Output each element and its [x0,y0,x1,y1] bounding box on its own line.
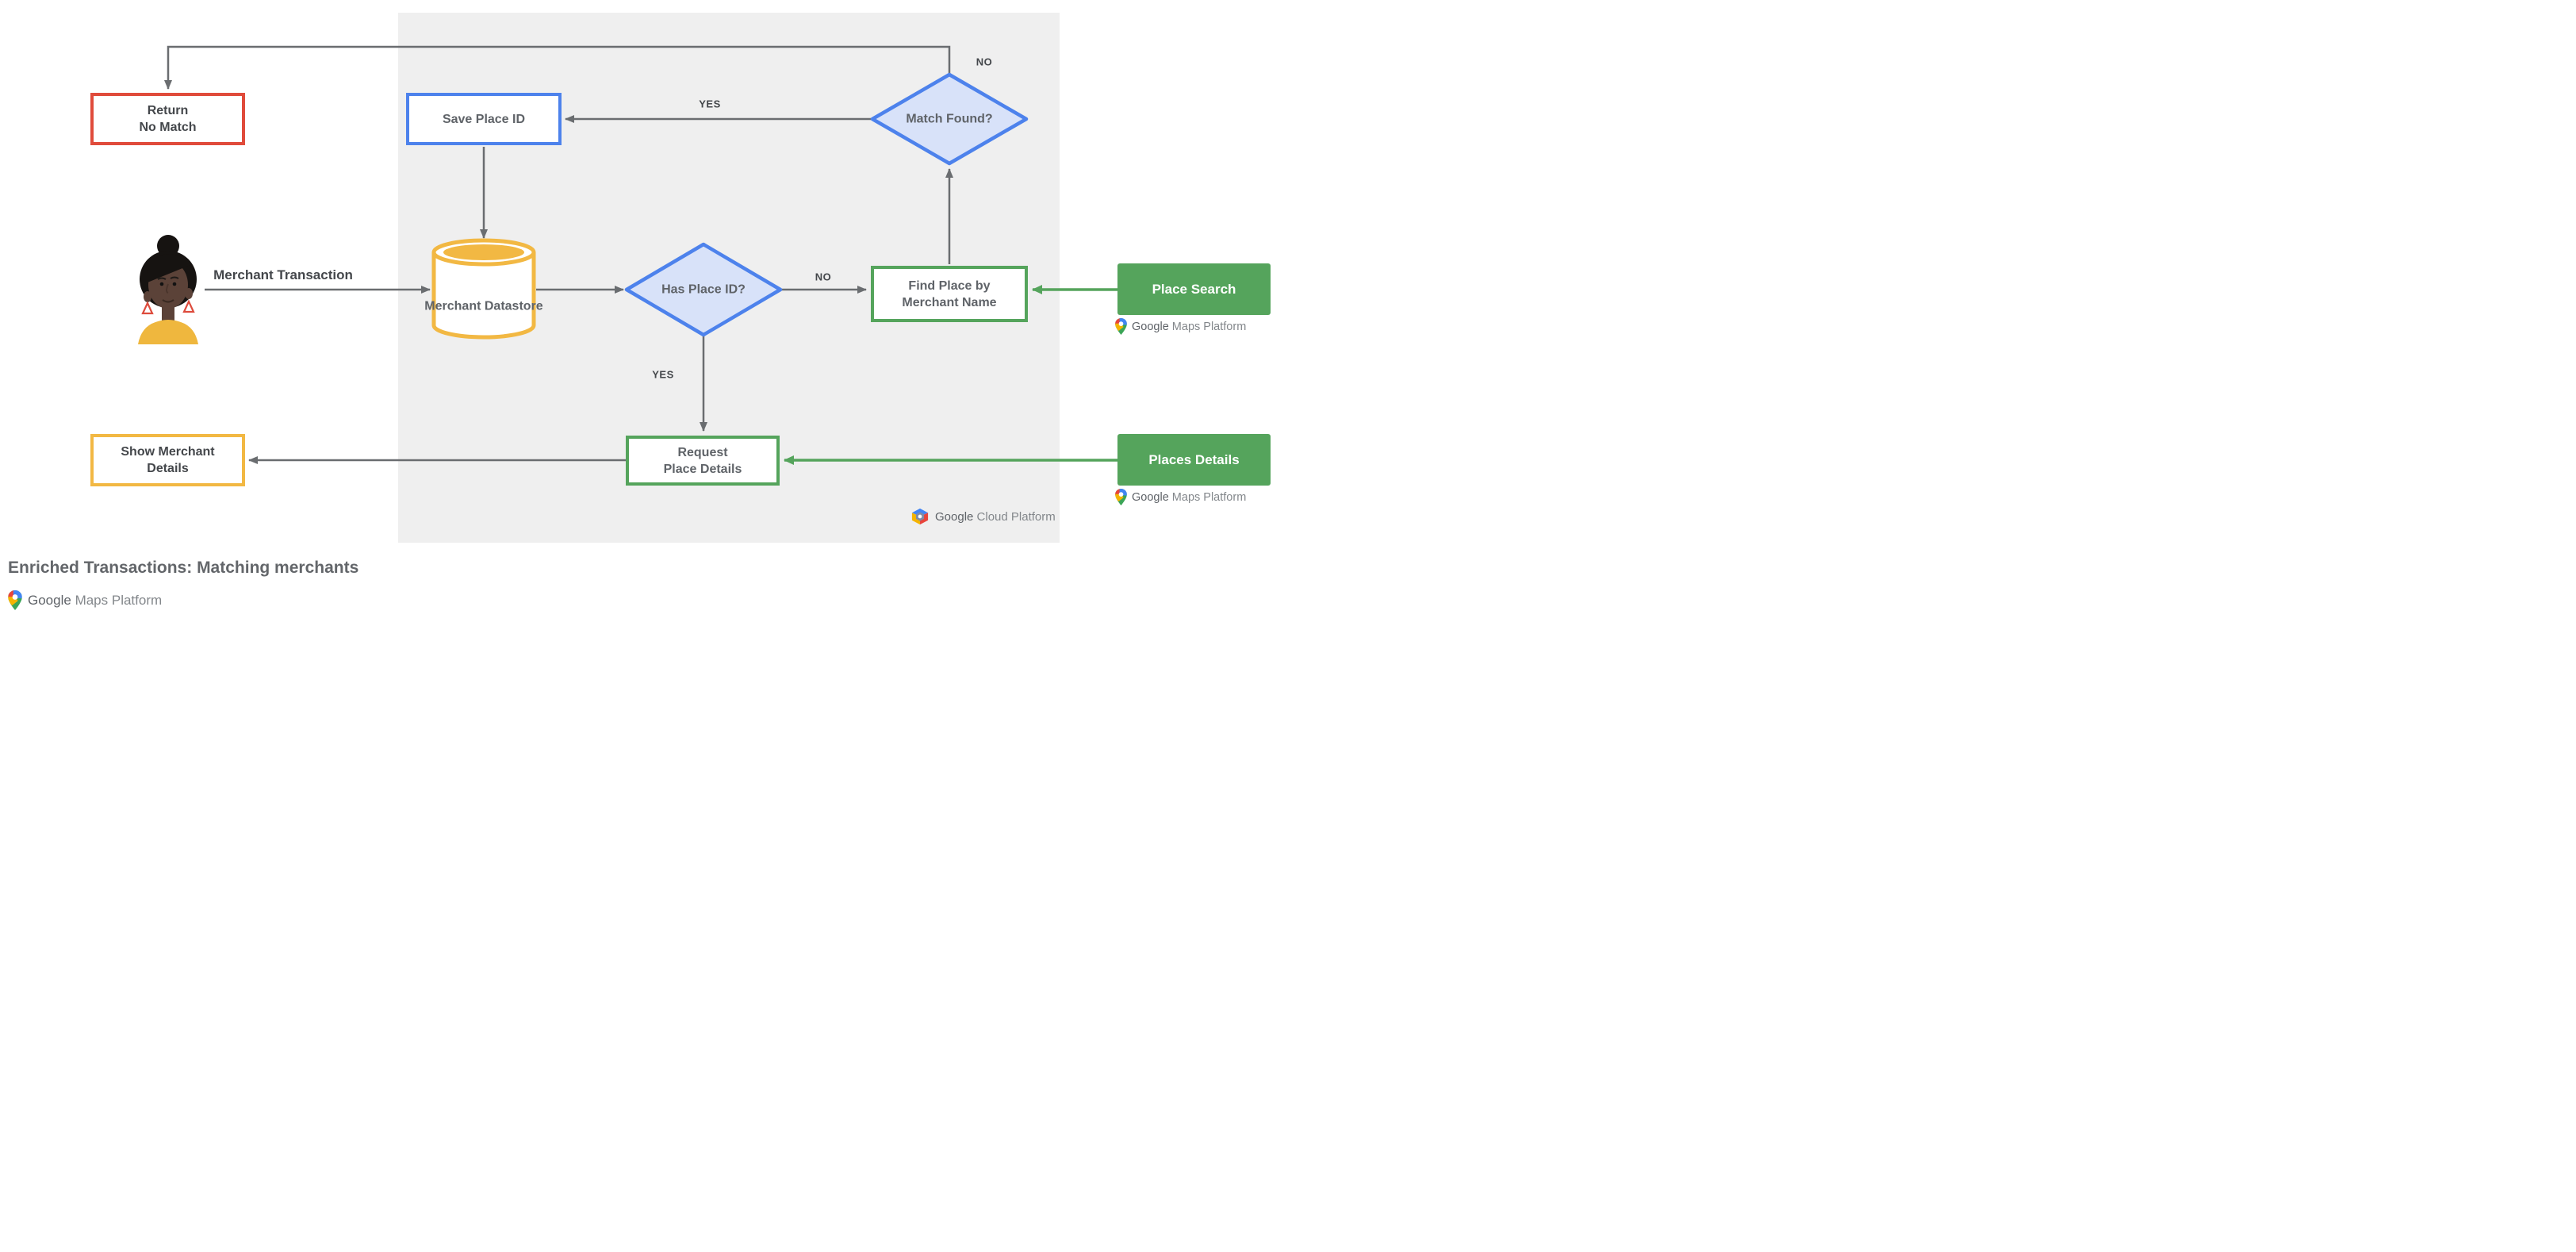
google-maps-pin-icon [1115,489,1127,505]
match-found-line2: Found? [946,112,993,126]
places-details-api-node: Places Details [1117,434,1271,486]
avatar-earring-right [182,299,195,313]
merchant-datastore-line2: Datastore [484,299,543,313]
save-place-id-label: Save Place ID [442,112,526,126]
show-merchant-details-line2: Details [147,462,189,475]
show-merchant-details-line1: Show Merchant [121,445,215,459]
merchant-datastore-line1: Merchant [424,299,481,313]
merchant-datastore-label: Merchant Datastore [416,298,551,315]
avatar-ear-left [144,291,151,302]
place-search-label: Place Search [1152,282,1236,297]
has-place-id-yes-label: YES [652,368,674,381]
has-place-id-label: Has Place ID? [636,282,771,298]
logo-product-text: Cloud Platform [976,509,1056,524]
match-found-yes-label: YES [699,98,721,110]
has-place-id-diamond [624,242,783,337]
logo-google-text: Google [1132,490,1169,504]
find-place-by-merchant-name-node: Find Place by Merchant Name [871,266,1028,322]
return-no-match-line2: No Match [139,121,197,134]
avatar-earring-left [141,301,154,315]
match-found-no-label: NO [976,56,993,68]
return-no-match-line1: Return [147,104,189,117]
cloud-platform-logo: Google Cloud Platform [910,508,1056,525]
user-avatar [138,235,198,344]
find-place-line1: Find Place by [908,278,991,293]
has-place-id-no-label: NO [815,271,832,283]
place-search-api-node: Place Search [1117,263,1271,315]
avatar-bangs [148,254,190,282]
has-place-id-line2: Place ID? [688,282,746,297]
avatar-brow-left [157,277,167,280]
request-place-details-line2: Place Details [663,462,742,476]
has-place-id-line1: Has [661,282,685,297]
merchant-datastore-cylinder [431,238,536,340]
save-place-id-node: Save Place ID [406,93,562,145]
google-cloud-hexagon-icon [911,508,929,525]
maps-platform-logo-places-details: Google Maps Platform [1115,489,1246,505]
logo-product-text: Maps Platform [1171,490,1247,504]
google-maps-pin-icon [1115,318,1127,335]
connector-layer [164,45,1117,465]
request-place-details-node: Request Place Details [626,436,780,486]
find-place-line2: Merchant Name [902,295,997,309]
google-maps-pin-icon [8,590,22,610]
logo-google-text: Google [1132,320,1169,333]
edge-matchfound-no [164,45,951,90]
flowchart-canvas: Return No Match Save Place ID Find Place… [0,0,1288,626]
logo-google-text: Google [935,509,974,524]
logo-product-text: Maps Platform [1171,320,1247,333]
request-place-details-line1: Request [677,445,728,459]
return-no-match-node: Return No Match [90,93,245,145]
maps-platform-logo-place-search: Google Maps Platform [1115,318,1246,335]
maps-platform-logo-footer: Google Maps Platform [8,590,162,610]
diagram-title: Enriched Transactions: Matching merchant… [8,559,359,577]
avatar-eye-right [172,282,177,286]
show-merchant-details-node: Show Merchant Details [90,434,245,486]
match-found-diamond [870,72,1029,166]
avatar-eye-left [159,282,164,286]
merchant-transaction-label: Merchant Transaction [213,267,353,282]
match-found-label: Match Found? [882,111,1017,128]
avatar-mouth [162,299,174,303]
places-details-label: Places Details [1148,452,1240,467]
avatar-nose [166,283,169,294]
avatar-brow-right [170,276,179,279]
logo-google-text: Google [28,592,71,608]
match-found-line1: Match [906,112,943,126]
logo-product-text: Maps Platform [75,592,163,608]
avatar-shirt [138,320,198,344]
